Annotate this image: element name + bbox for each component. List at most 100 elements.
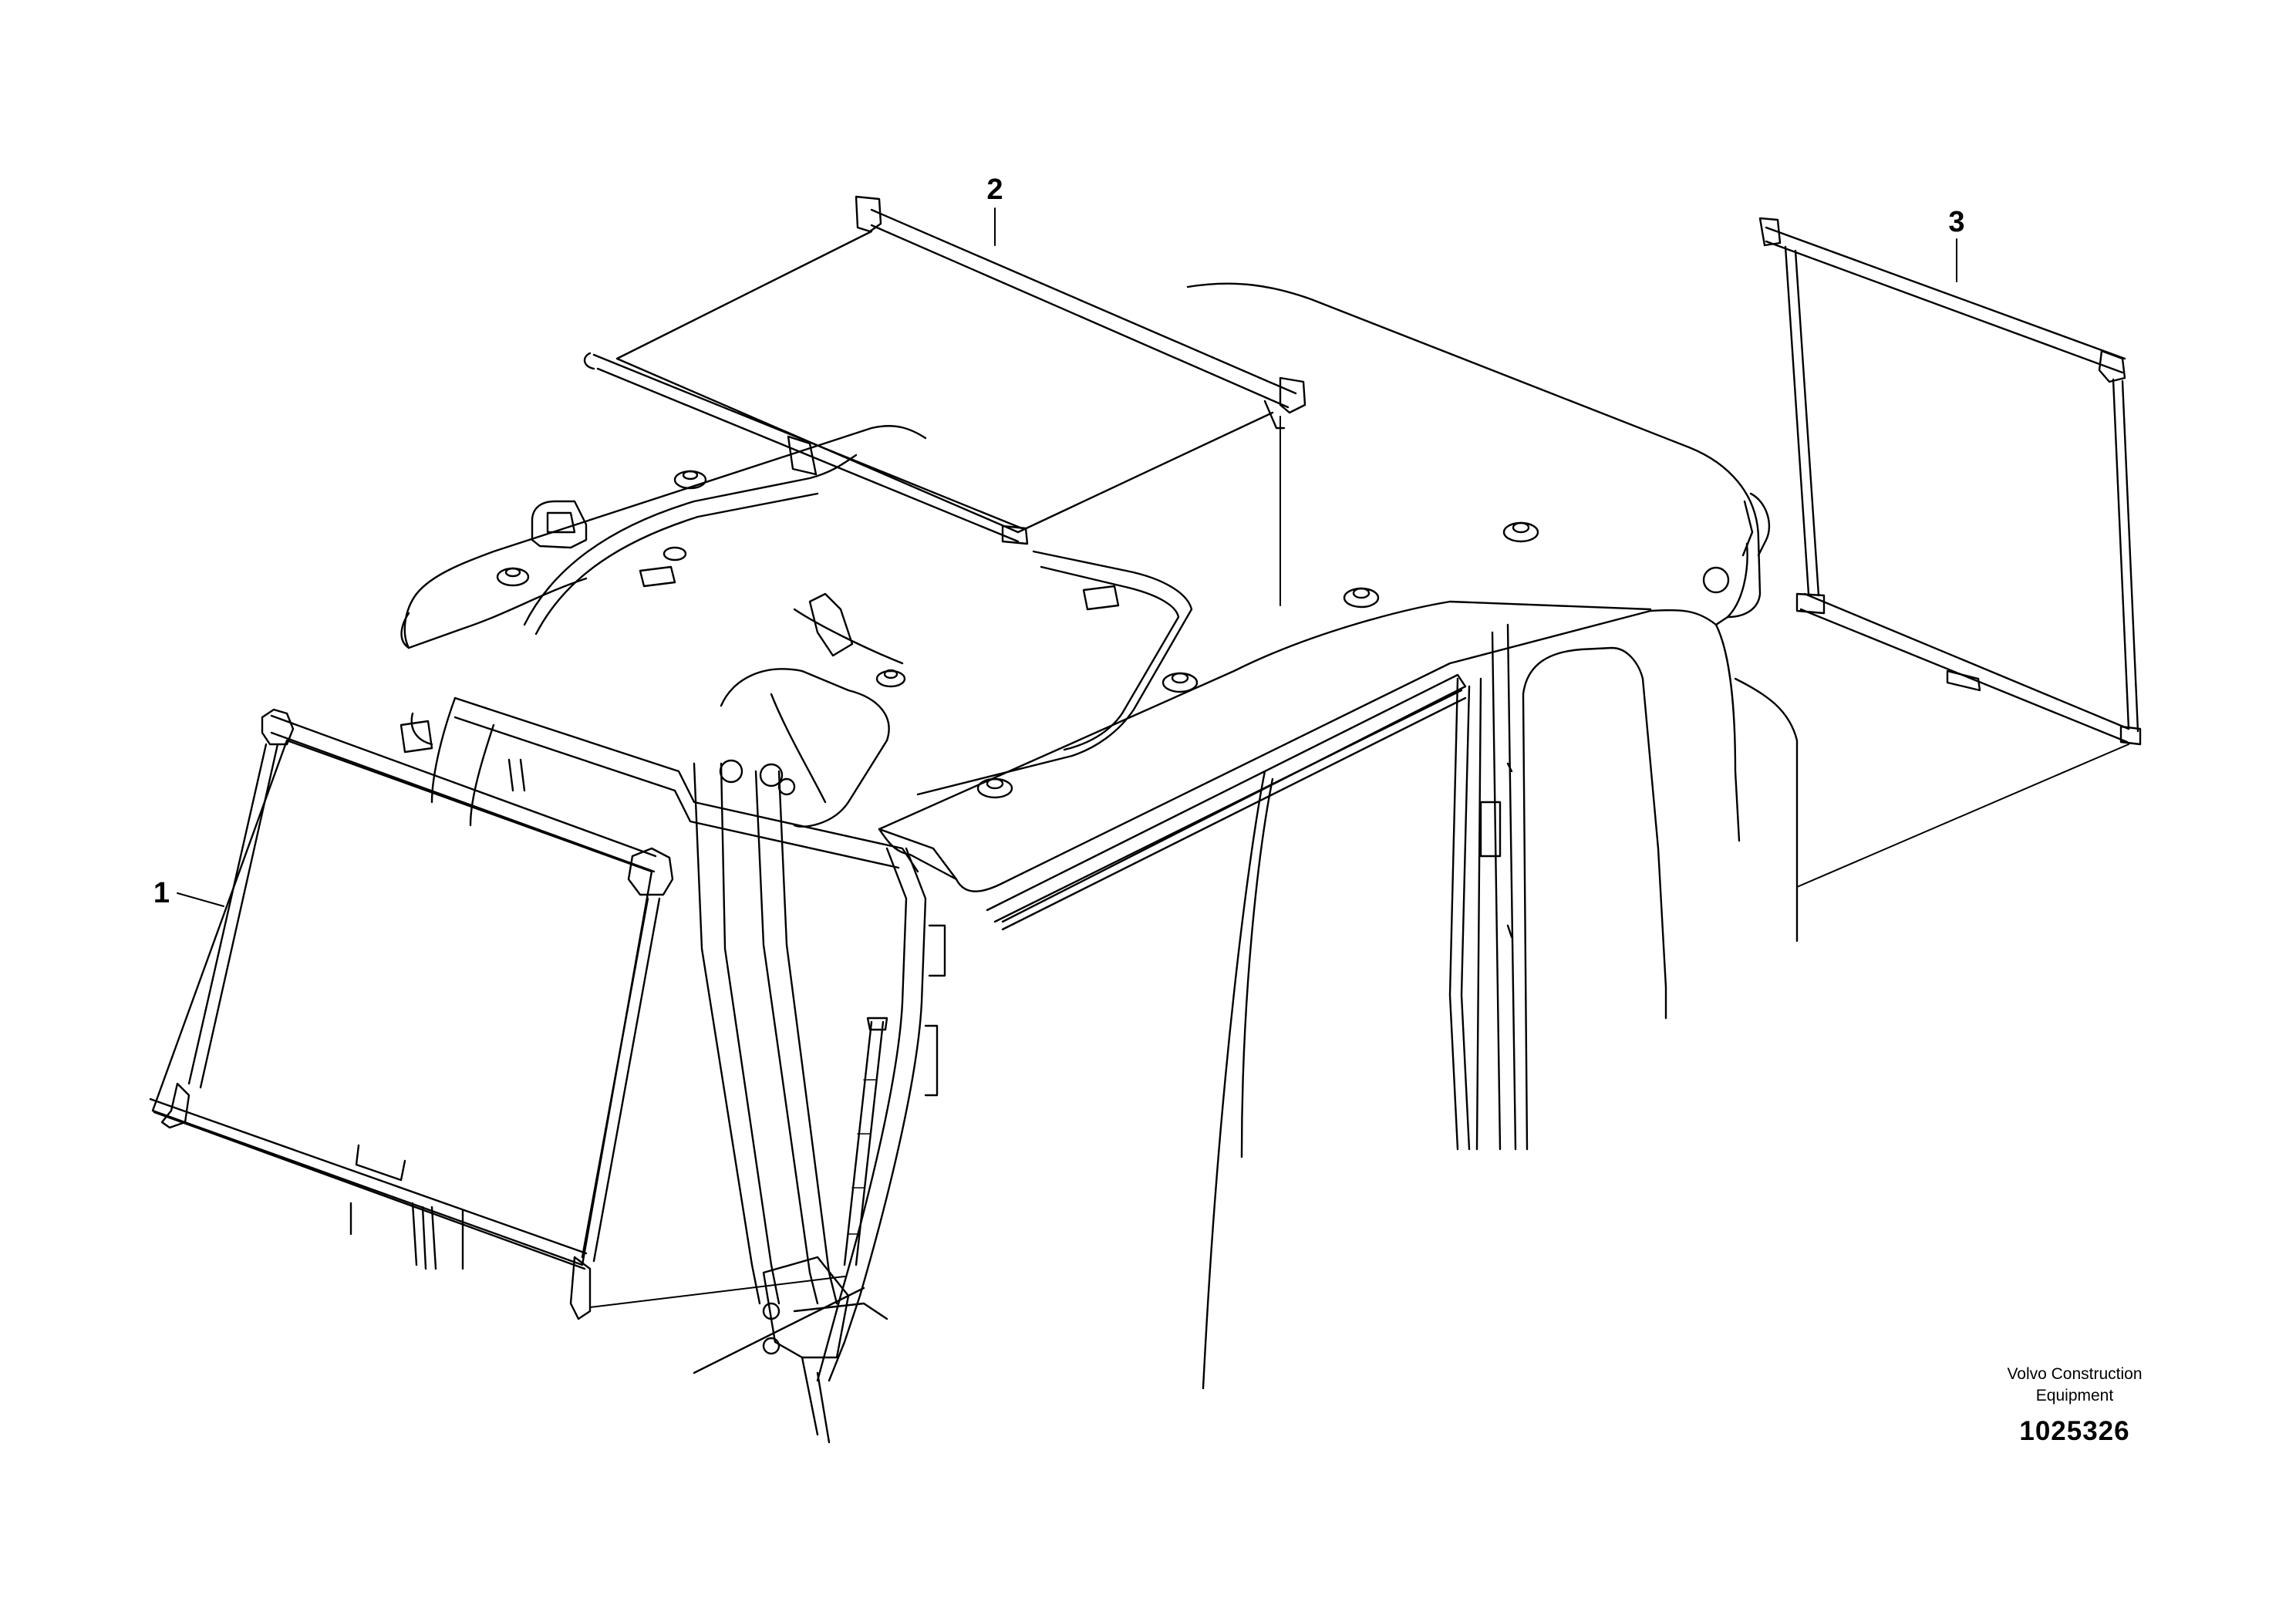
small-roof-bracket — [1082, 585, 1120, 611]
sunshade-3 — [1758, 217, 2142, 888]
sunshade-1-end-right — [627, 847, 674, 896]
sunshade-3-end-right — [2098, 349, 2126, 383]
left-roof-rail-front — [403, 592, 418, 649]
wiper-pivot-1 — [719, 759, 743, 784]
center-pillar-shape — [770, 693, 827, 804]
roof-front-fillet — [1726, 542, 1748, 619]
roof-top-bracket — [793, 592, 904, 665]
door-side-detail — [1506, 762, 1513, 939]
sunshade-2 — [583, 195, 1306, 606]
sunshade-2-end-right — [1279, 376, 1306, 414]
door-frame-right — [1491, 623, 1517, 1151]
sunshade-2-center-clip — [787, 435, 818, 476]
wiper-pivot-2 — [759, 763, 784, 787]
sunshade-1 — [149, 708, 845, 1320]
wiper-arm-right-2 — [777, 770, 838, 1305]
front-cross-bar — [453, 696, 919, 873]
right-lift-lug — [1741, 492, 1771, 557]
sunshade-1-hook-right — [569, 1256, 592, 1320]
left-roof-rail-inner — [400, 577, 588, 649]
callout-3-label: 3 — [1948, 206, 1964, 238]
left-pillar — [430, 696, 495, 827]
wiper-pivot-3 — [777, 777, 796, 796]
bolt-motor-2 — [762, 1337, 781, 1355]
cab-body — [349, 282, 1799, 1444]
cab-rear-edge — [1734, 677, 1799, 943]
sunshade-2-bar-cap-left — [583, 352, 595, 370]
door-top-rail-2 — [993, 689, 1467, 931]
frame-tab — [924, 1024, 939, 1097]
sunshade-2-panel — [615, 230, 1274, 534]
sunshade-2-roller — [870, 208, 1297, 409]
roof-round-hole — [1702, 566, 1730, 594]
wiper-link-lines — [793, 1302, 865, 1444]
sunshade-1-roller-top — [270, 714, 657, 873]
left-lift-eye — [531, 500, 588, 549]
roof-trim-curve — [523, 454, 858, 626]
windshield-left-frame — [828, 847, 927, 1382]
sunshade-1-leader-to-mount — [589, 1276, 845, 1308]
roof-trim-curve-2 — [534, 492, 819, 636]
door-window-outline — [1522, 646, 1667, 1151]
company-name-line1: Volvo Construction — [2007, 1365, 2143, 1383]
sunshade-3-leader-to-mount — [1796, 744, 2129, 888]
callout-2-label: 2 — [986, 174, 1003, 206]
sunshade-2-end-left — [855, 195, 882, 233]
frame-tab-2 — [928, 924, 946, 977]
windshield-glass — [1202, 770, 1266, 1390]
sunshade-3-side-right — [2112, 378, 2139, 733]
callout-3: 3 — [1948, 206, 1965, 282]
sunshade-1-bottom-bar — [149, 1098, 588, 1270]
wiper-long-link — [693, 1286, 888, 1374]
sunshade-3-bottom-bar — [1799, 592, 2130, 744]
wiper-arm-left-2 — [720, 762, 781, 1305]
left-roof-rail — [415, 425, 927, 595]
roof-outline — [878, 282, 1762, 892]
roof-bolts — [496, 470, 1539, 799]
sunshade-3-cap-right — [2119, 725, 2142, 746]
sunshade-3-cap-left — [1795, 592, 1826, 615]
bolt-motor-1 — [762, 1302, 781, 1320]
roof-right-edge — [1714, 623, 1741, 842]
manufacturer-block: Volvo Construction Equipment 1025326 — [1913, 1364, 2237, 1447]
windshield-left-frame-2 — [816, 847, 908, 1382]
sunshade-1-side-left — [187, 743, 279, 1089]
center-pillar-body — [720, 668, 890, 828]
sunshade-1-panel — [151, 739, 653, 1266]
sunshade-1-end-left — [261, 708, 295, 746]
front-cross-bar-2 — [453, 716, 900, 869]
sunshade-3-roller — [1765, 226, 2126, 374]
door-hinge — [1479, 801, 1502, 858]
left-rear-tabs — [507, 758, 526, 792]
sunshade-3-pull-tab — [1946, 669, 1981, 692]
sunshade-3-end-left — [1758, 217, 1782, 247]
wiper-arm-left — [693, 762, 761, 1305]
callout-1-leader — [177, 892, 224, 907]
sunshade-1-side-right — [581, 897, 661, 1263]
roof-front-lip — [878, 600, 1652, 831]
lower-left-bars — [349, 1202, 464, 1270]
callout-1: 1 — [153, 877, 224, 909]
windshield-glass-2 — [1240, 777, 1274, 1158]
callout-1-label: 1 — [153, 877, 170, 909]
sunshade-1-pull-tab — [355, 1144, 406, 1182]
sunshade-1-hook-left — [160, 1082, 190, 1129]
door-frame-left — [1448, 677, 1482, 1151]
left-rear-lug — [400, 720, 433, 754]
wiper-arm-right — [754, 770, 819, 1305]
company-name-line2: Equipment — [2035, 1387, 2114, 1404]
sunshade-3-side-left — [1784, 245, 1820, 597]
left-small-bracket — [410, 712, 433, 746]
door-top-rail — [986, 673, 1467, 923]
front-frame-top — [916, 550, 1193, 796]
sunshade-2-right-clip — [1263, 400, 1286, 430]
callout-2: 2 — [986, 174, 1003, 246]
document-number: 1025326 — [2019, 1416, 2130, 1446]
wiper-blade-ribs — [848, 1079, 876, 1235]
front-frame-top-inner — [1040, 565, 1180, 751]
sunshade-2-bar-cap-right — [1001, 524, 1029, 545]
sunshade-2-bottom-bar — [592, 353, 1023, 543]
wiper-motor-block — [762, 1256, 850, 1359]
